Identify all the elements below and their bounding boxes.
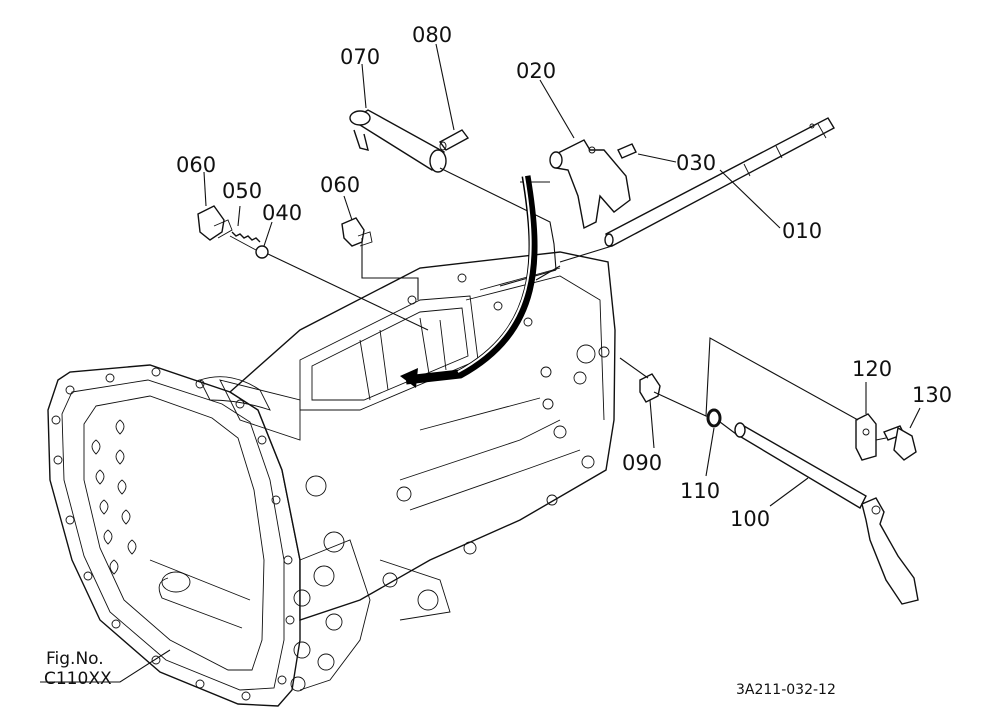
part-010-shift-shaft — [604, 117, 835, 247]
figure-number-label: Fig.No. — [46, 649, 104, 669]
figure-number-code: C110XX — [44, 669, 112, 689]
part-060-plug-middle — [341, 217, 373, 247]
part-030-spring-pin — [617, 143, 637, 159]
part-110-o-ring — [706, 408, 722, 428]
part-050-spring — [229, 231, 261, 251]
label-090: 090 — [622, 451, 662, 475]
part-130-bolt — [883, 425, 917, 461]
label-040: 040 — [262, 201, 302, 225]
install-arrow — [400, 175, 538, 388]
part-070-shaft — [349, 109, 447, 173]
label-060-middle: 060 — [320, 173, 360, 197]
label-070: 070 — [340, 45, 380, 69]
part-120-stopper-plate — [855, 413, 877, 461]
part-100-lever-shaft — [734, 422, 919, 605]
label-100: 100 — [730, 507, 770, 531]
label-leaders — [40, 43, 921, 683]
label-110: 110 — [680, 479, 720, 503]
label-050: 050 — [222, 179, 262, 203]
label-060-left: 060 — [176, 153, 216, 177]
label-130: 130 — [912, 383, 952, 407]
label-080: 080 — [412, 23, 452, 47]
label-010: 010 — [782, 219, 822, 243]
transmission-case — [47, 251, 616, 707]
part-040-steel-ball — [255, 245, 269, 259]
label-020: 020 — [516, 59, 556, 83]
label-120: 120 — [852, 357, 892, 381]
part-060-plug-left — [197, 205, 233, 241]
drawing-code: 3A211-032-12 — [736, 682, 836, 698]
label-030: 030 — [676, 151, 716, 175]
part-090-plug — [639, 373, 661, 403]
part-020-shift-fork — [549, 139, 631, 230]
part-080-pin — [438, 129, 470, 151]
